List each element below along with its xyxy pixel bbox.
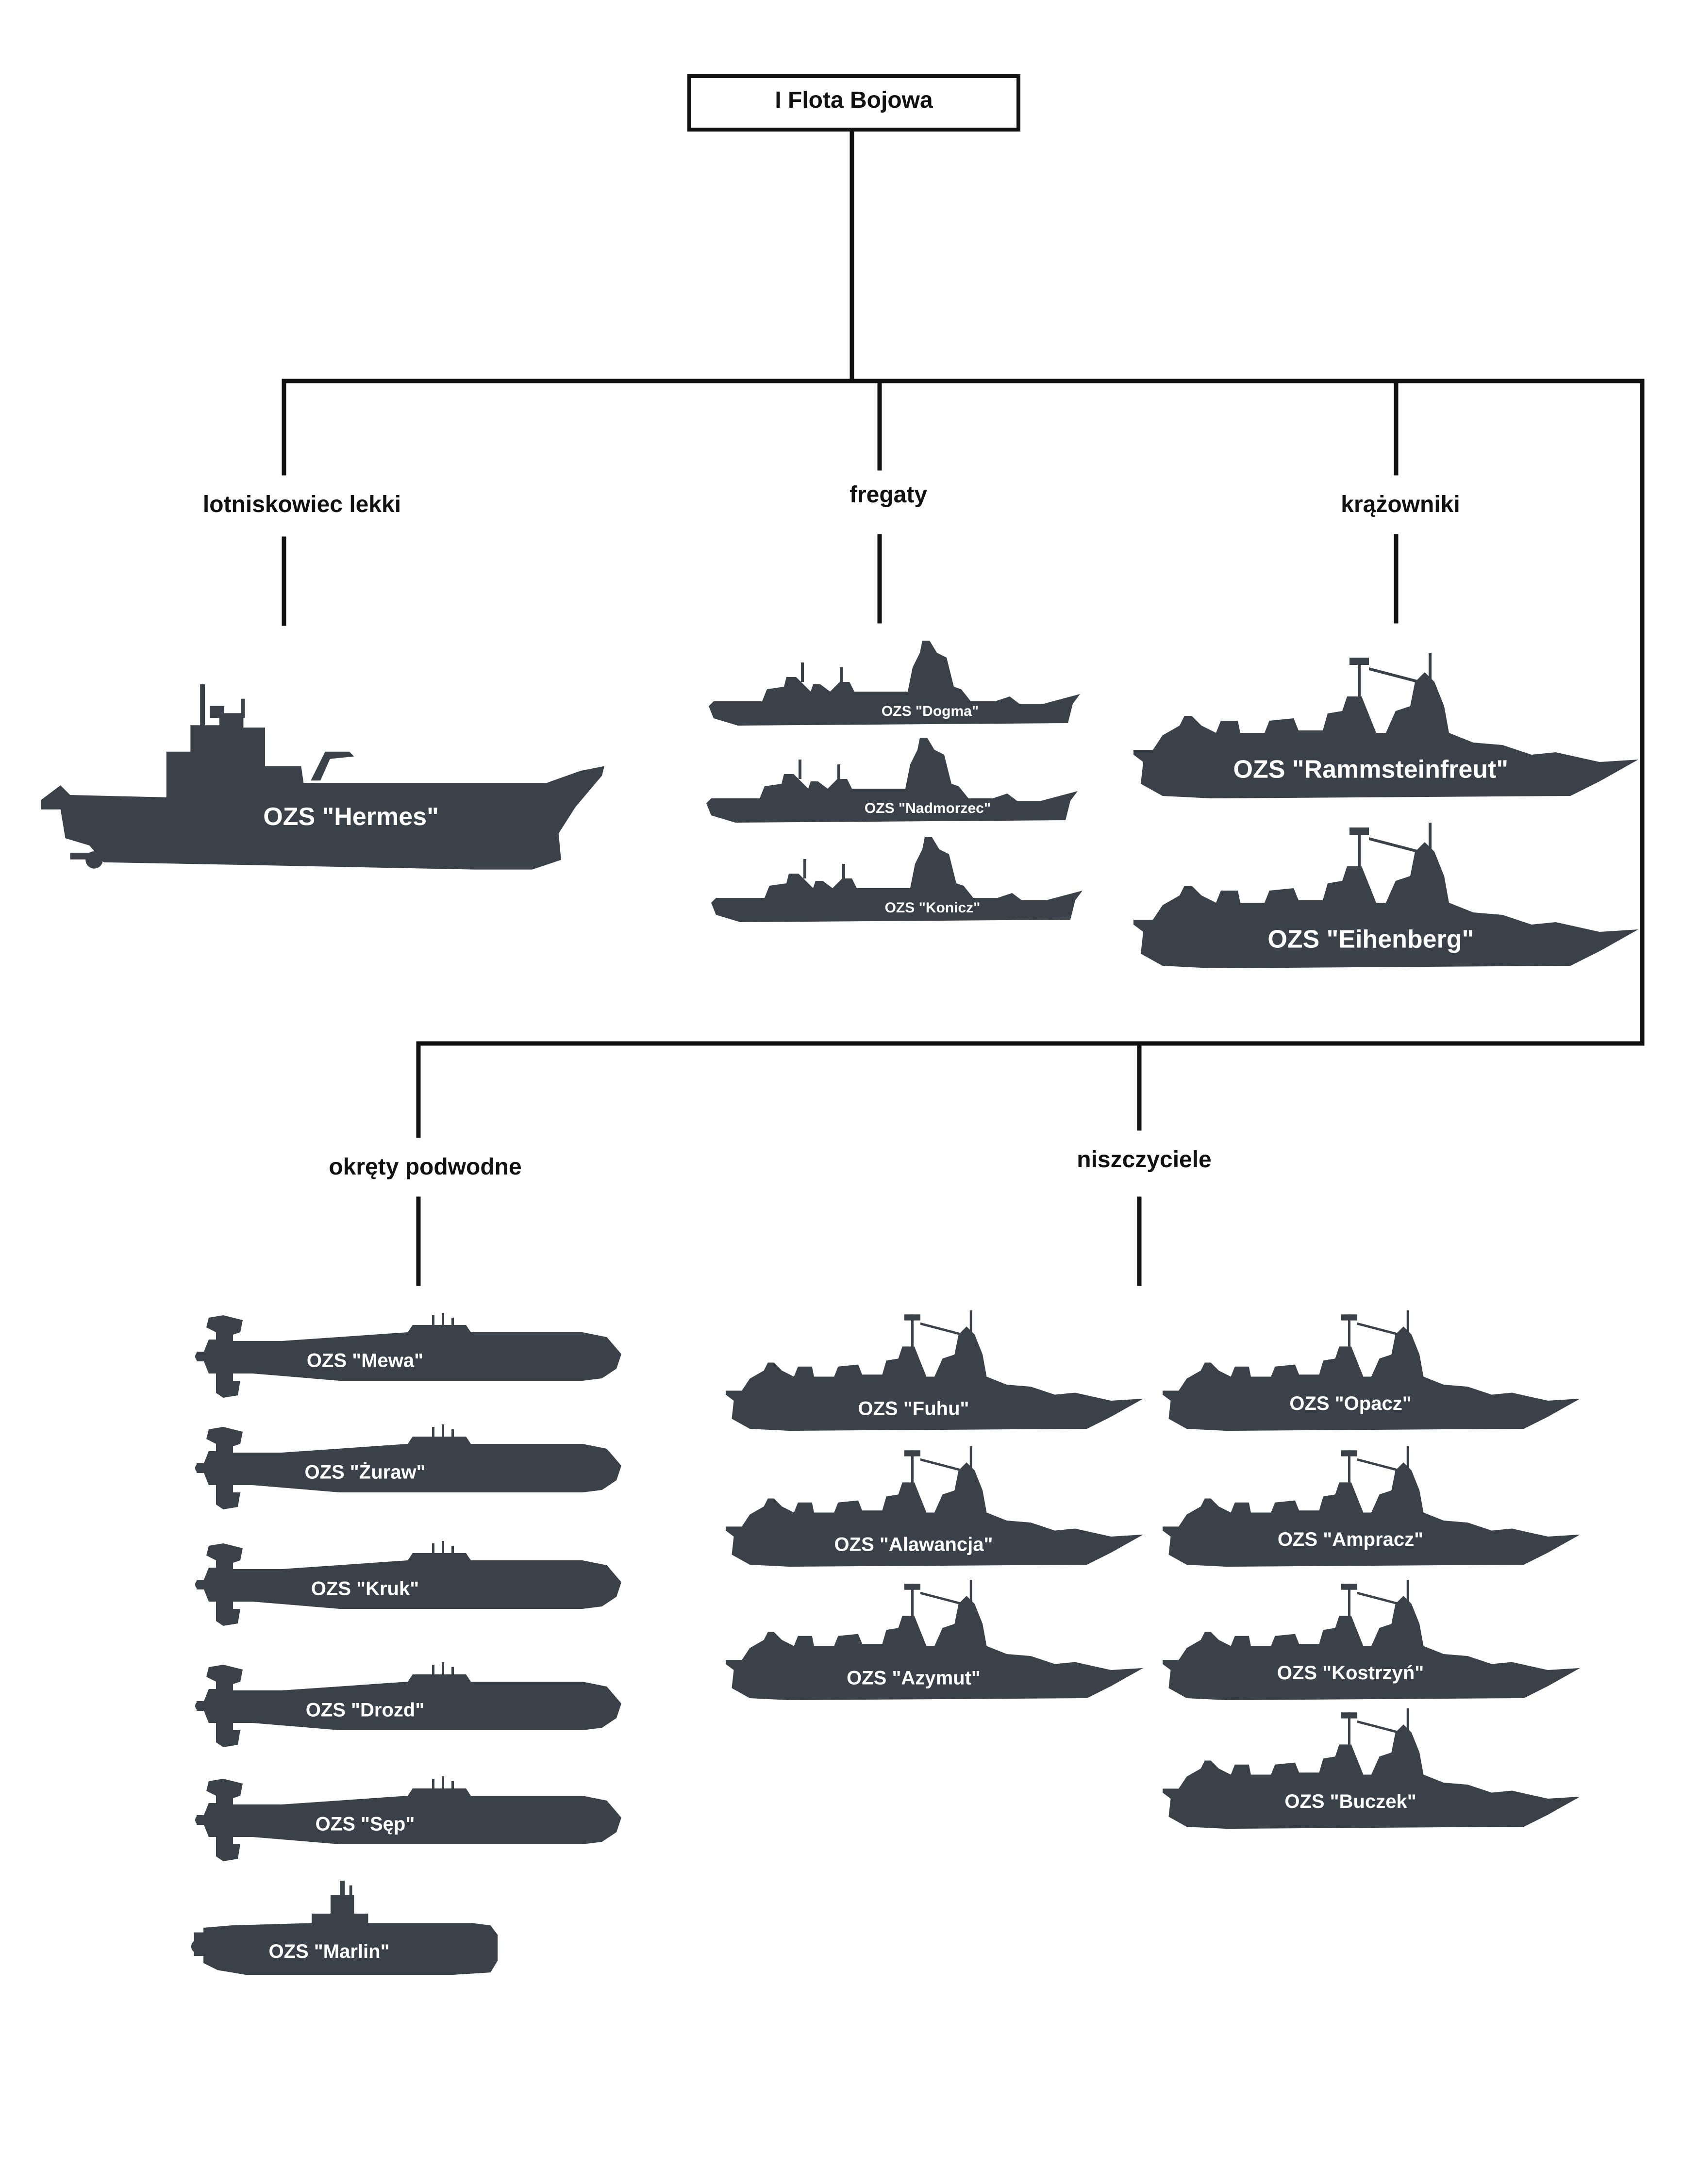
ship-submarine-6: OZS "Marlin" xyxy=(191,1881,498,1975)
ship-destroyer-right-1: OZS "Opacz" xyxy=(1163,1310,1580,1431)
ship-frigate-1: OZS "Dogma" xyxy=(709,641,1080,726)
ship-destroyer-right-2: OZS "Ampracz" xyxy=(1163,1446,1580,1567)
ship-carrier-1-label: OZS "Hermes" xyxy=(263,803,438,831)
ship-destroyer-left-2-label: OZS "Alawancja" xyxy=(834,1534,993,1555)
ship-carrier-1-silhouette xyxy=(41,684,605,870)
ship-destroyer-left-1: OZS "Fuhu" xyxy=(726,1310,1143,1431)
ship-destroyer-right-2-label: OZS "Ampracz" xyxy=(1278,1529,1423,1550)
root-box xyxy=(687,74,1020,132)
category-cruisers: krążowniki xyxy=(1341,492,1460,517)
ship-submarine-3: OZS "Kruk" xyxy=(195,1541,621,1626)
ship-cruiser-1-label: OZS "Rammsteinfreut" xyxy=(1233,755,1509,783)
ship-frigate-3-label: OZS "Konicz" xyxy=(885,900,981,916)
ship-destroyer-left-1-label: OZS "Fuhu" xyxy=(858,1398,969,1419)
connector-lines xyxy=(282,129,1645,1286)
ship-submarine-1: OZS "Mewa" xyxy=(195,1313,621,1398)
ship-destroyer-left-2: OZS "Alawancja" xyxy=(726,1446,1143,1567)
ship-submarine-4-label: OZS "Drozd" xyxy=(306,1700,425,1721)
ship-destroyer-right-3: OZS "Kostrzyń" xyxy=(1163,1580,1580,1701)
ship-submarine-2-label: OZS "Żuraw" xyxy=(304,1462,425,1483)
ship-frigate-2: OZS "Nadmorzec" xyxy=(706,738,1078,823)
ship-cruiser-2-label: OZS "Eihenberg" xyxy=(1267,925,1474,953)
category-frigates: fregaty xyxy=(850,482,927,508)
ship-carrier-1: OZS "Hermes" xyxy=(41,684,605,870)
ship-cruiser-1: OZS "Rammsteinfreut" xyxy=(1133,653,1638,798)
root-label: I Flota Bojowa xyxy=(775,87,933,113)
ship-frigate-2-label: OZS "Nadmorzec" xyxy=(865,800,991,816)
ship-frigate-3: OZS "Konicz" xyxy=(711,837,1083,922)
category-submarines: okręty podwodne xyxy=(329,1154,521,1180)
ship-submarine-5-label: OZS "Sęp" xyxy=(316,1814,415,1835)
ship-submarine-6-label: OZS "Marlin" xyxy=(268,1941,389,1962)
ship-destroyer-right-4: OZS "Buczek" xyxy=(1163,1708,1580,1829)
ship-submarine-4: OZS "Drozd" xyxy=(195,1662,621,1747)
ship-destroyer-left-3: OZS "Azymut" xyxy=(726,1580,1143,1701)
ship-submarine-3-label: OZS "Kruk" xyxy=(311,1578,419,1600)
ship-destroyer-right-1-label: OZS "Opacz" xyxy=(1289,1393,1411,1414)
ship-submarine-2: OZS "Żuraw" xyxy=(195,1424,621,1509)
ship-submarine-1-label: OZS "Mewa" xyxy=(307,1350,423,1372)
ship-submarine-5: OZS "Sęp" xyxy=(195,1776,621,1861)
root-node: I Flota Bojowa xyxy=(687,74,1020,132)
ship-silhouettes: OZS "Hermes" OZS "Dogma" OZS "Nadmorzec" OZ… xyxy=(41,641,1638,1975)
ship-cruiser-2: OZS "Eihenberg" xyxy=(1133,823,1638,968)
ship-destroyer-right-4-label: OZS "Buczek" xyxy=(1284,1791,1416,1812)
ship-frigate-1-label: OZS "Dogma" xyxy=(882,703,979,719)
category-labels: lotniskowiec lekki fregaty krążowniki okręt… xyxy=(203,482,1460,1180)
category-carrier: lotniskowiec lekki xyxy=(203,492,401,517)
ship-destroyer-right-3-label: OZS "Kostrzyń" xyxy=(1277,1662,1424,1684)
category-destroyers: niszczyciele xyxy=(1077,1147,1212,1173)
ship-destroyer-left-3-label: OZS "Azymut" xyxy=(847,1667,981,1688)
